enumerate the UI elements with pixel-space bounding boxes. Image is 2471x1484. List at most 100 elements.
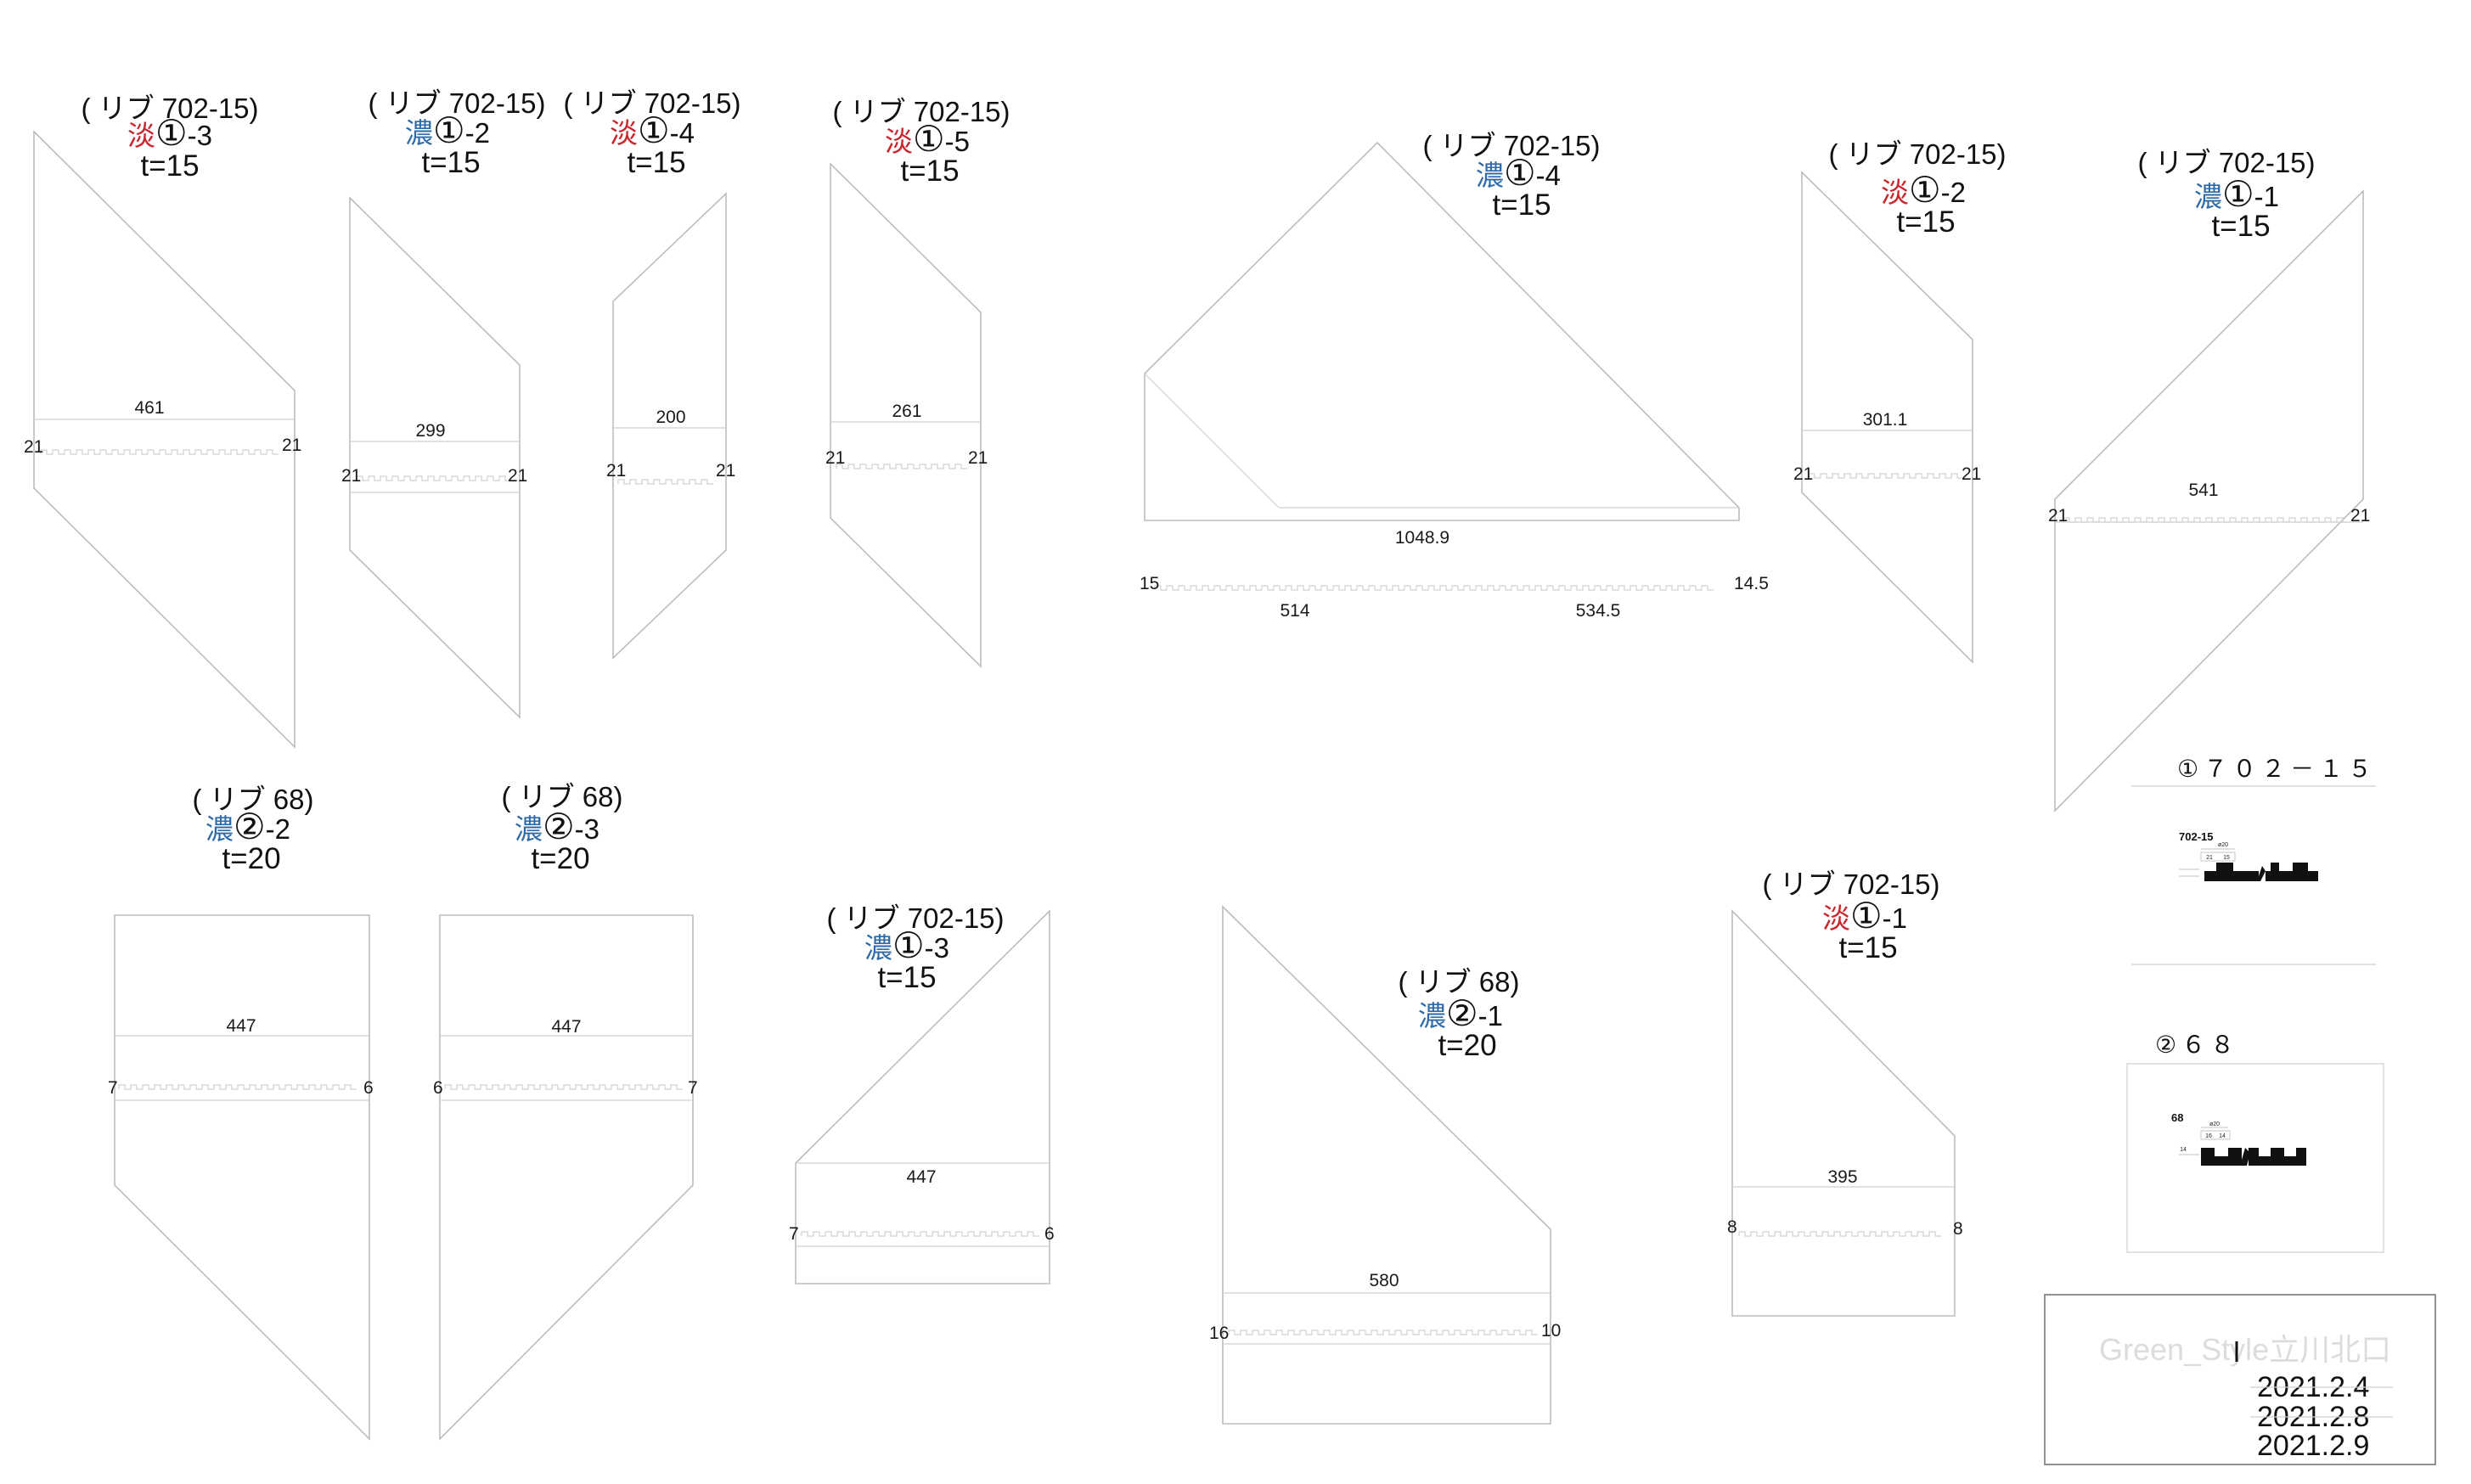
panel-code: 濃②-3 bbox=[515, 807, 599, 846]
rib-groove-line bbox=[1154, 585, 1714, 591]
spec-dim-c: 14 bbox=[2180, 1147, 2187, 1153]
thickness-label: t=20 bbox=[222, 842, 280, 875]
thickness-label: t=15 bbox=[1838, 931, 1897, 964]
rib-groove-line bbox=[1738, 1231, 1941, 1237]
left-dimension: 15 bbox=[1140, 574, 1159, 593]
thickness-label: t=15 bbox=[900, 155, 959, 188]
panel-light-1-2: 301.1 21 21 ( リブ 702-15) 淡①-2 t=15 bbox=[1793, 138, 2007, 664]
panel-dark-2-1: 580 16 10 ( リブ 68) 濃②-1 t=20 bbox=[1209, 905, 1561, 1425]
width-dimension: 580 bbox=[1369, 1271, 1399, 1290]
rib-label: ( リブ 702-15) bbox=[826, 902, 1004, 934]
width-dimension: 301.1 bbox=[1863, 410, 1908, 430]
right-dimension: 6 bbox=[363, 1078, 374, 1098]
title-block: Green_Style立川北口 2021.2.4 2021.2.8 2021.2… bbox=[2044, 1294, 2436, 1465]
panel-dark-1-4: 1048.9 15 14.5 514 534.5 ( リブ 702-15) 濃①… bbox=[1140, 130, 1769, 621]
left-dimension: 21 bbox=[606, 461, 626, 481]
panel-light-1-4: 200 21 21 ( リブ 702-15) 淡①-4 t=15 bbox=[563, 87, 741, 660]
panel-light-1-3: 461 21 21 ( リブ 702-15) 淡①-3 t=15 bbox=[24, 93, 301, 749]
width-dimension: 299 bbox=[415, 421, 445, 441]
panel-code: 淡①-5 bbox=[885, 119, 970, 159]
thickness-label: t=20 bbox=[531, 842, 589, 875]
left-dimension: 7 bbox=[789, 1224, 799, 1244]
left-dimension: 21 bbox=[825, 448, 845, 468]
left-dimension: 6 bbox=[433, 1078, 443, 1098]
thickness-label: t=15 bbox=[877, 961, 936, 994]
rib-groove-line bbox=[2063, 517, 2349, 523]
panel-code: 濃①-1 bbox=[2194, 174, 2279, 214]
rib-label: ( リブ 68) bbox=[501, 781, 622, 812]
spec-dim-a: 16 bbox=[2205, 1133, 2212, 1139]
rib-label: ( リブ 702-15) bbox=[563, 87, 740, 119]
spec-dim-b: 15 bbox=[2223, 855, 2230, 861]
rib-spec-68: ②６８ 68 ø20 16 14 14 bbox=[2126, 1031, 2384, 1253]
panel-code: 濃①-3 bbox=[864, 925, 949, 965]
panel-code: 淡①-2 bbox=[1881, 170, 1966, 210]
rib-label: ( リブ 702-15) bbox=[81, 93, 258, 124]
rib-groove-line bbox=[836, 464, 967, 469]
panel-code: 濃①-4 bbox=[1476, 153, 1561, 193]
width-dimension: 461 bbox=[134, 398, 164, 418]
rib-label: ( リブ 702-15) bbox=[832, 96, 1010, 127]
rib-groove-line bbox=[356, 475, 511, 481]
rib-groove-line bbox=[40, 449, 279, 455]
left-dimension: 21 bbox=[24, 437, 43, 457]
rib-label: ( リブ 68) bbox=[192, 784, 313, 815]
rib-groove-line bbox=[801, 1231, 1039, 1237]
width-dimension: 1048.9 bbox=[1395, 528, 1449, 548]
spec-title: ①７０２－１５ bbox=[2177, 756, 2377, 782]
thickness-label: t=15 bbox=[421, 146, 480, 179]
panel-code: 濃①-2 bbox=[405, 110, 490, 150]
width-dimension: 447 bbox=[551, 1017, 581, 1037]
width-dimension: 541 bbox=[2188, 481, 2218, 500]
left-dimension: 16 bbox=[1209, 1324, 1229, 1343]
rib-groove-line bbox=[118, 1084, 357, 1090]
panel-dark-2-2: 447 7 6 ( リブ 68) 濃②-2 t=20 bbox=[108, 784, 374, 1441]
thickness-label: t=20 bbox=[1438, 1029, 1496, 1062]
right-dimension: 8 bbox=[1953, 1219, 1963, 1239]
rib-label: ( リブ 702-15) bbox=[1762, 868, 1939, 900]
rib-groove-line bbox=[1808, 473, 1963, 479]
revision-date-3: 2021.2.9 bbox=[2257, 1430, 2369, 1462]
sub-dimension-left: 514 bbox=[1280, 601, 1309, 621]
thickness-label: t=15 bbox=[2211, 210, 2270, 243]
rib-label: ( リブ 702-15) bbox=[368, 87, 545, 119]
panel-light-1-5: 261 21 21 ( リブ 702-15) 淡①-5 t=15 bbox=[825, 96, 1010, 668]
right-dimension: 6 bbox=[1044, 1224, 1055, 1244]
rib-groove-line bbox=[617, 479, 713, 485]
spec-profile-label: 702-15 bbox=[2179, 830, 2213, 843]
thickness-label: t=15 bbox=[1896, 205, 1955, 239]
width-dimension: 447 bbox=[226, 1016, 256, 1036]
sub-dimension-right: 534.5 bbox=[1576, 601, 1621, 621]
left-dimension: 8 bbox=[1727, 1217, 1737, 1237]
panel-dark-1-3: 447 7 6 ( リブ 702-15) 濃①-3 t=15 bbox=[789, 902, 1055, 1284]
rib-label: ( リブ 702-15) bbox=[1422, 130, 1600, 161]
spec-dim-top: ø20 bbox=[2209, 1121, 2220, 1127]
spec-title: ②６８ bbox=[2155, 1031, 2239, 1058]
rib-label: ( リブ 702-15) bbox=[1828, 138, 2006, 170]
panel-code: 淡①-3 bbox=[127, 113, 212, 153]
left-dimension: 21 bbox=[1793, 464, 1813, 484]
width-dimension: 447 bbox=[906, 1167, 936, 1187]
rib-label: ( リブ 702-15) bbox=[2137, 147, 2315, 178]
spec-dim-a: 21 bbox=[2206, 855, 2213, 861]
right-dimension: 21 bbox=[2350, 506, 2370, 526]
right-dimension: 21 bbox=[508, 466, 527, 486]
right-dimension: 21 bbox=[282, 436, 301, 455]
right-dimension: 14.5 bbox=[1734, 574, 1769, 593]
right-dimension: 21 bbox=[716, 461, 735, 481]
thickness-label: t=15 bbox=[627, 146, 685, 179]
panel-code: 濃②-1 bbox=[1418, 993, 1503, 1033]
rib-label: ( リブ 68) bbox=[1398, 966, 1519, 998]
width-dimension: 261 bbox=[892, 402, 921, 421]
right-dimension: 7 bbox=[688, 1078, 698, 1098]
rib-spec-702-15: ①７０２－１５ 702-15 ø20 21 15 bbox=[2131, 756, 2377, 965]
panel-dark-1-1: 541 21 21 ( リブ 702-15) 濃①-1 t=15 bbox=[2048, 147, 2370, 812]
thickness-label: t=15 bbox=[140, 149, 199, 183]
project-name: Green_Style立川北口 bbox=[2099, 1332, 2391, 1367]
right-dimension: 21 bbox=[968, 448, 988, 468]
left-dimension: 7 bbox=[108, 1078, 118, 1098]
panel-code: 濃②-2 bbox=[205, 807, 290, 846]
width-dimension: 200 bbox=[656, 408, 685, 427]
left-dimension: 21 bbox=[2048, 506, 2068, 526]
